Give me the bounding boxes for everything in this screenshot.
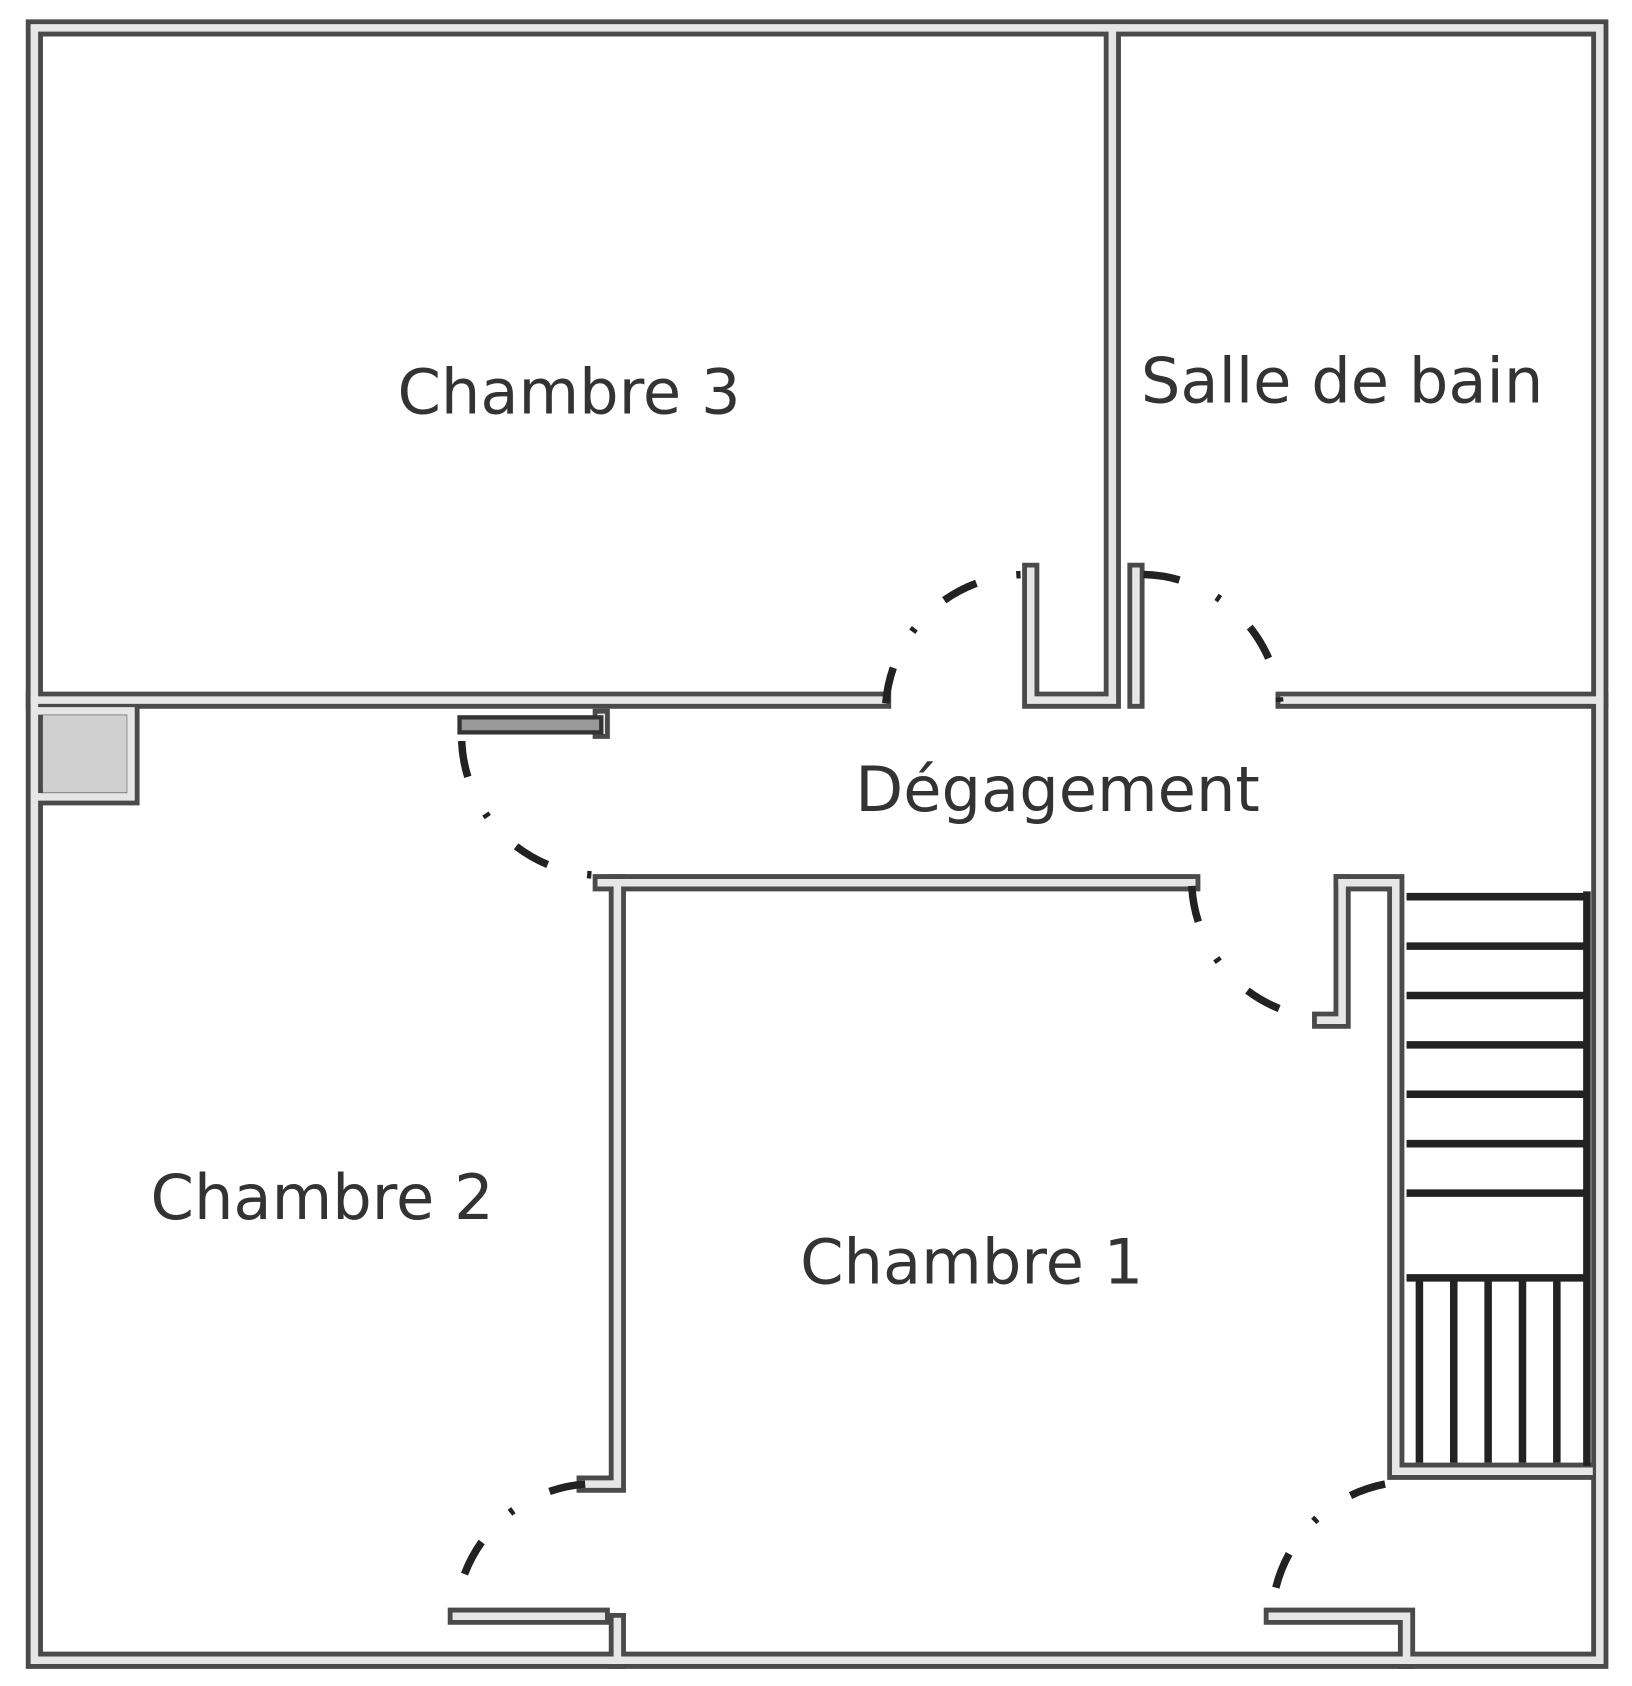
door-swings	[452, 570, 1386, 1610]
door-arc-bathroom[interactable]	[1143, 570, 1284, 704]
wall-inner	[34, 707, 135, 801]
room-label-chambre-1: Chambre 1	[800, 1225, 1143, 1298]
door-arc-chambre1-bottom[interactable]	[1268, 1480, 1386, 1610]
staircase	[1406, 891, 1591, 1466]
wall-inner	[1316, 878, 1346, 1024]
door-arc-chambre2[interactable]	[457, 740, 602, 879]
sliding-door-chambre2	[457, 715, 604, 735]
wall-inner	[1026, 28, 1117, 704]
wall-inner	[581, 878, 622, 1488]
wall	[25, 19, 1609, 1669]
room-label-chambre-3: Chambre 3	[397, 355, 740, 428]
wall	[1022, 23, 1121, 709]
room-label-degagement: Dégagement	[855, 753, 1260, 826]
wall	[576, 874, 626, 1493]
walls	[25, 19, 1609, 1669]
room-label-chambre-2: Chambre 2	[151, 1161, 494, 1234]
wall-inner	[1338, 878, 1593, 1475]
door-arc-chambre1[interactable]	[1188, 885, 1319, 1022]
wall-inner	[1268, 1612, 1411, 1664]
door-arc-chambre3[interactable]	[882, 570, 1026, 704]
wall	[1333, 874, 1598, 1480]
wall-inner	[30, 24, 1604, 1664]
room-label-salle-de-bain: Salle de bain	[1141, 345, 1543, 418]
door-arc-chambre2-bottom[interactable]	[452, 1480, 586, 1610]
duct-square	[42, 715, 127, 793]
